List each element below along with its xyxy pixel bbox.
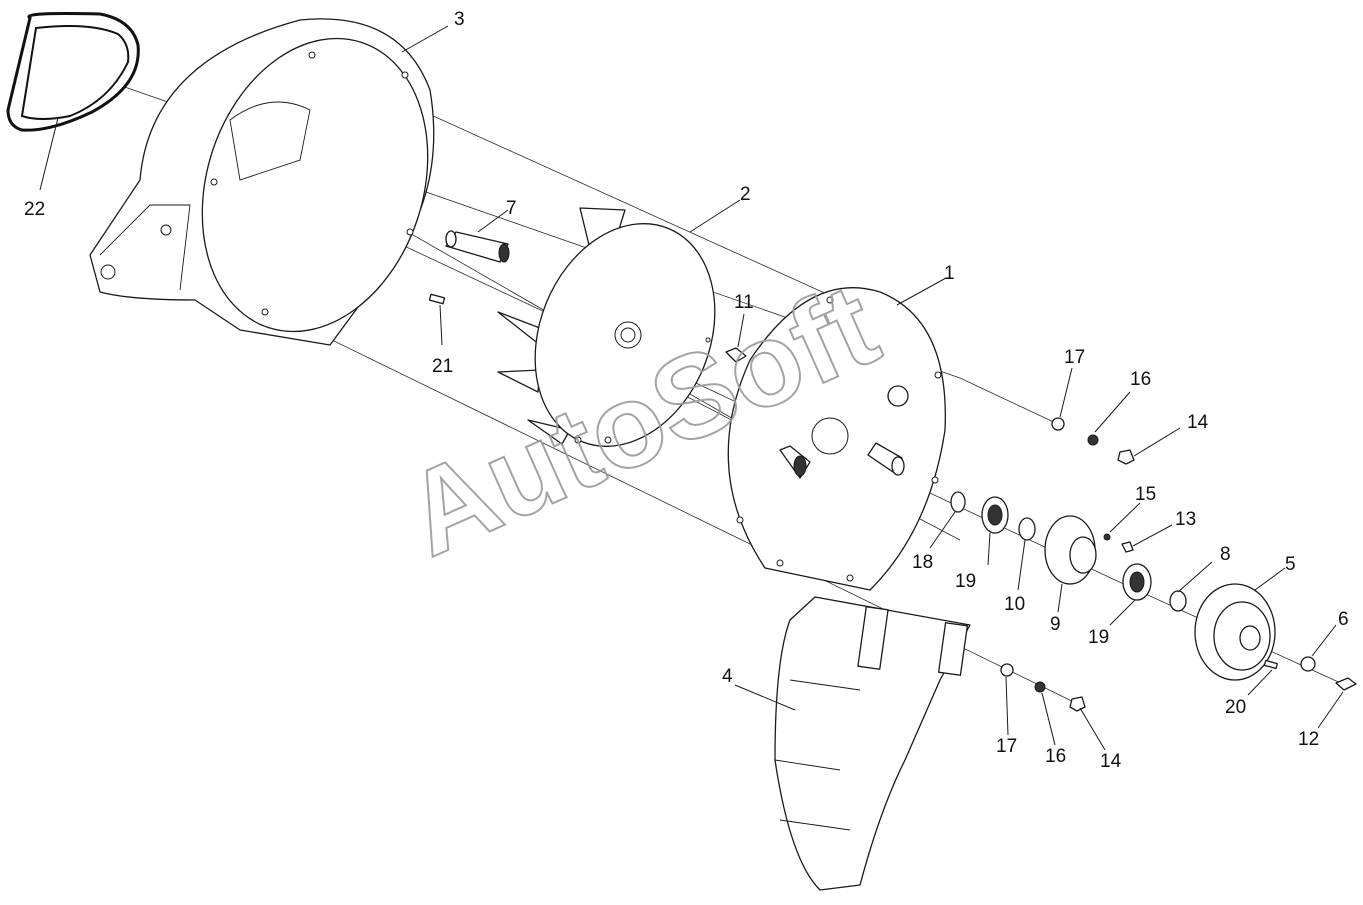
callout-5: 5: [1285, 554, 1296, 575]
leader-lines: [39, 25, 1344, 751]
callout-9: 9: [1050, 614, 1061, 635]
callout-22: 22: [24, 199, 45, 220]
spacer-part-10: [1018, 517, 1036, 541]
fan-housing-part-3: [89, 18, 435, 346]
callout-2: 2: [740, 184, 751, 205]
callout-17-lower: 17: [996, 736, 1017, 757]
callout-16-upper: 16: [1130, 369, 1151, 390]
callout-4: 4: [722, 666, 733, 687]
callout-17-upper: 17: [1064, 347, 1085, 368]
callout-20: 20: [1225, 697, 1246, 718]
ring-part-8: [1169, 590, 1187, 612]
bolt-part-11: [725, 347, 747, 363]
callout-21: 21: [432, 356, 453, 377]
callout-16-lower: 16: [1045, 746, 1066, 767]
callout-19-b: 19: [1088, 627, 1109, 648]
key-part-21: [428, 293, 446, 305]
callout-6: 6: [1338, 609, 1349, 630]
callout-8: 8: [1220, 544, 1231, 565]
callout-1: 1: [944, 263, 955, 284]
key-part-20: [1263, 659, 1278, 670]
callout-3: 3: [454, 9, 465, 30]
ring-part-18: [950, 491, 966, 513]
callout-10: 10: [1004, 594, 1025, 615]
washer-part-6: [1300, 656, 1316, 672]
drive-hub-parts: [950, 491, 1357, 691]
shaft-part-7: [445, 230, 510, 263]
callout-numbers: 3 22 7 2 1 11 21 17 16 14 15 13 18 19 10…: [24, 9, 1349, 772]
callout-15: 15: [1135, 484, 1156, 505]
callout-14-lower: 14: [1100, 751, 1122, 772]
callout-13: 13: [1175, 509, 1196, 530]
impeller-part-2: [497, 207, 716, 447]
chute-part-4: [774, 596, 971, 891]
callout-7: 7: [506, 198, 517, 219]
cover-plate-part-1: [727, 287, 946, 591]
callout-18: 18: [912, 552, 933, 573]
callout-14-upper: 14: [1187, 412, 1209, 433]
callout-19-a: 19: [955, 571, 976, 592]
bolt-part-12: [1335, 677, 1357, 691]
callout-12: 12: [1298, 729, 1319, 750]
callout-11: 11: [734, 292, 754, 313]
belt-part-22: [6, 12, 140, 132]
